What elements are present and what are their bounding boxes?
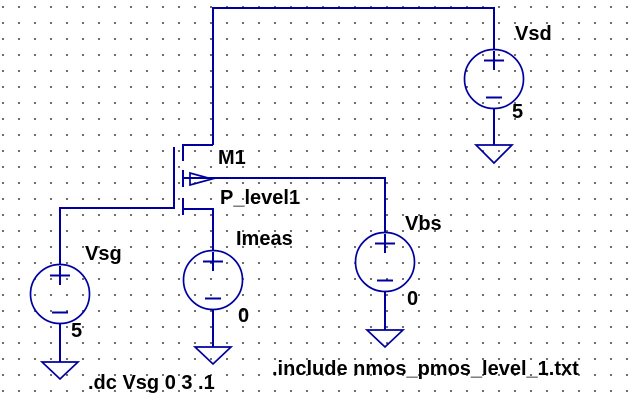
source-value-vsg[interactable]: 5 xyxy=(71,320,83,342)
ground-symbol-vsg[interactable] xyxy=(39,361,81,381)
ground-symbol-vbs[interactable] xyxy=(364,329,406,349)
spice-directive-dc-sweep[interactable]: .dc Vsg 0 3 .1 xyxy=(88,372,215,394)
source-name-imeas[interactable]: Imeas xyxy=(236,228,293,250)
transistor-model-label[interactable]: P_level1 xyxy=(220,187,301,209)
plus-sign-icon xyxy=(484,51,504,70)
source-circle xyxy=(29,263,91,325)
spice-directive-include[interactable]: .include nmos_pmos_level_1.txt xyxy=(272,358,579,380)
source-circle xyxy=(182,249,244,311)
source-name-vsd[interactable]: Vsd xyxy=(515,23,552,45)
wire-segment xyxy=(183,208,214,250)
ground-symbol-imeas[interactable] xyxy=(192,346,234,366)
plus-sign-icon xyxy=(203,252,223,271)
source-circle xyxy=(354,231,416,293)
source-value-vsd[interactable]: 5 xyxy=(512,101,524,123)
source-name-vsg[interactable]: Vsg xyxy=(85,243,122,265)
voltage-source-imeas-symbol[interactable] xyxy=(182,249,244,311)
ground-triangle-icon xyxy=(364,329,406,349)
plus-sign-icon xyxy=(50,266,70,285)
voltage-source-vbs-symbol[interactable] xyxy=(354,231,416,293)
voltage-source-vsg-symbol[interactable] xyxy=(29,263,91,325)
wire-drain-to-vsd[interactable] xyxy=(212,7,495,145)
ground-triangle-icon xyxy=(39,361,81,381)
voltage-source-vsd-symbol[interactable] xyxy=(463,48,525,110)
wire-segment xyxy=(183,177,386,232)
plus-sign-icon xyxy=(375,234,395,253)
body-arrow-icon xyxy=(189,171,216,187)
transistor-designator-label[interactable]: M1 xyxy=(218,147,246,169)
ground-triangle-icon xyxy=(473,144,515,165)
wire-segment xyxy=(59,207,175,264)
pmos-transistor-symbol[interactable] xyxy=(173,144,216,215)
source-name-vbs[interactable]: Vbs xyxy=(405,213,442,235)
source-value-vbs[interactable]: 0 xyxy=(407,288,419,310)
wire-body-to-vbs[interactable] xyxy=(183,177,386,232)
wire-source-to-imeas[interactable] xyxy=(183,208,214,250)
ground-triangle-icon xyxy=(192,346,234,366)
wire-gate-to-vsg[interactable] xyxy=(59,207,175,264)
source-circle xyxy=(463,48,525,110)
source-value-imeas[interactable]: 0 xyxy=(238,305,250,327)
wire-segment xyxy=(212,7,495,145)
ground-symbol-vsd[interactable] xyxy=(473,144,515,165)
